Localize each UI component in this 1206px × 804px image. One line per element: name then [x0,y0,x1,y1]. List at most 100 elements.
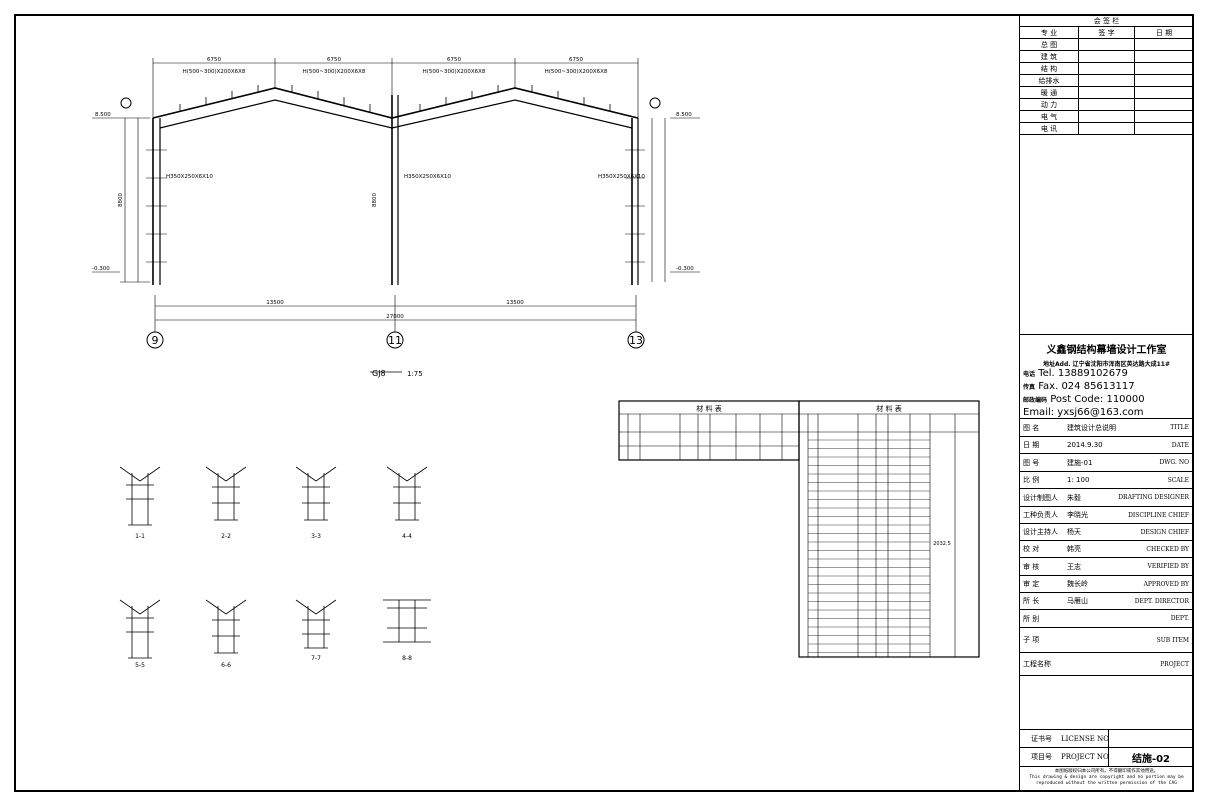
discipline-name: 给排水 [1038,76,1060,85]
info-label: 工种负责人 [1023,511,1058,519]
height-dim-right: 8800 [372,193,378,207]
firm-info: 义鑫钢结构幕墙设计工作室 地址Add. 辽宁省沈阳市浑南区英达路大成11# 电话… [1020,335,1193,419]
project-no-value: 结施-02 [1108,748,1193,766]
span-dim-1: 6750 [207,57,221,63]
info-label: 工程名称 [1023,660,1051,668]
info-label: 图 号 [1023,458,1040,467]
axis-label-13: 13 [629,334,643,347]
date-cell [1134,51,1193,62]
tel-label: 电话 [1023,371,1036,378]
copyright-notice: 本图纸版权归本公司所有。不得翻印或作其他用途。 This drawing & d… [1020,767,1193,792]
column-label-1: H350X250X6X10 [166,174,213,180]
section-label-6: 6-6 [221,662,231,669]
bay-dim-2: 13500 [506,300,524,306]
discipline-name: 电 气 [1040,112,1058,121]
discipline-name: 结 构 [1040,64,1058,73]
section-details [119,466,431,659]
section-label-5: 5-5 [135,662,145,669]
discipline-name: 电 讯 [1040,124,1058,133]
sign-row: 给排水 [1020,75,1193,87]
elev-bottom-left: -0.300 [92,266,110,272]
section-label-4: 4-4 [402,533,412,540]
project-no-en: PROJECT NO. [1061,753,1108,761]
info-label: 审 定 [1023,580,1040,588]
info-en: SCALE [1167,476,1189,484]
elev-bottom-right: -0.300 [676,266,694,272]
info-label: 日 期 [1023,441,1040,449]
elev-top-right: 8.500 [676,112,692,118]
info-en: DATE [1171,441,1189,449]
material-total: 2032.5 [933,541,951,547]
firm-fax: 传真 Fax. 024 85613117 [1023,381,1190,394]
span-dim-2: 6750 [327,57,341,63]
info-label: 所 长 [1023,597,1040,605]
post-value: Post Code: 110000 [1050,394,1145,405]
license-en: LICENSE NO. [1061,734,1108,743]
column-label-3: H350X250X6X10 [598,174,645,180]
info-value: 魏长岭 [1067,580,1088,588]
tel-value: Tel. 13889102679 [1038,368,1128,379]
frame-scale: 1:75 [407,370,423,378]
info-value: 建筑设计总说明 [1067,423,1116,432]
license-row: 证书号 LICENSE NO. [1020,730,1193,748]
info-value: 韩亮 [1067,545,1081,553]
info-en: TITLE [1170,424,1189,431]
info-label: 子 项 [1023,636,1040,644]
beam-label-2: H(500~300)X200X6X8 [303,69,366,75]
section-label-2: 2-2 [221,533,231,540]
license-label: 证书号 [1031,734,1052,743]
axis-label-11: 11 [388,334,402,347]
beam-label-3: H(500~300)X200X6X8 [423,69,486,75]
info-label: 设计制图人 [1023,493,1058,502]
info-en: CHECKED BY [1146,545,1189,553]
info-value: 马雁山 [1067,597,1088,605]
info-en: SUB ITEM [1156,636,1189,644]
firm-post: 邮政编码 Post Code: 110000 [1023,394,1190,407]
discipline-name: 动 力 [1040,100,1058,109]
info-en: DRAFTING DESIGNER [1118,494,1189,501]
date-cell [1134,39,1193,50]
discipline-name: 总 图 [1040,40,1058,49]
copyright-en-2: reproduced without the written permissio… [1036,781,1177,786]
signature-cell [1078,99,1134,110]
date-cell [1134,87,1193,98]
beam-label-4: H(500~300)X200X6X8 [545,69,608,75]
info-en: VERIFIED BY [1147,563,1190,570]
info-row: 子 项 SUB ITEM [1020,628,1193,653]
section-label-3: 3-3 [311,533,321,540]
title-block: 会 签 栏 专 业 签 字 日 期 总 图建 筑结 构给排水暖 通动 力电 气电… [1019,15,1193,792]
info-value: 杨天 [1067,528,1081,536]
info-en: DISCIPLINE CHIEF [1128,511,1189,519]
info-en: APPROVED BY [1143,580,1189,588]
info-label: 设计主持人 [1023,528,1058,536]
sign-table-title-row: 会 签 栏 [1020,15,1193,27]
signature-cell [1078,51,1134,62]
date-cell [1134,99,1193,110]
date-cell [1134,111,1193,122]
sign-row: 电 气 [1020,111,1193,123]
info-label: 审 核 [1023,562,1040,571]
info-label: 所 别 [1023,614,1040,623]
copyright-cn: 本图纸版权归本公司所有。不得翻印或作其他用途。 [1054,769,1159,774]
frame-annotations: 6750 6750 6750 6750 H(500~300)X200X6X8 H… [92,57,694,378]
info-value: 王志 [1067,562,1081,571]
info-row: 审 核 王志 VERIFIED BY [1020,558,1193,576]
firm-name: 义鑫钢结构幕墙设计工作室 [1046,345,1167,356]
material-tables [618,400,980,658]
frame-caption: GJ8 [372,369,386,378]
project-blank [1020,680,1193,730]
discipline-name: 暖 通 [1040,88,1058,97]
firm-tel: 电话 Tel. 13889102679 [1023,368,1190,381]
signature-cell [1078,123,1134,134]
drawing-frame [14,14,1194,792]
sign-row: 电 讯 [1020,123,1193,135]
fax-label: 传真 [1023,384,1036,391]
signature-cell [1078,87,1134,98]
info-label: 校 对 [1023,545,1040,553]
elev-top-left: 8.500 [95,112,111,118]
